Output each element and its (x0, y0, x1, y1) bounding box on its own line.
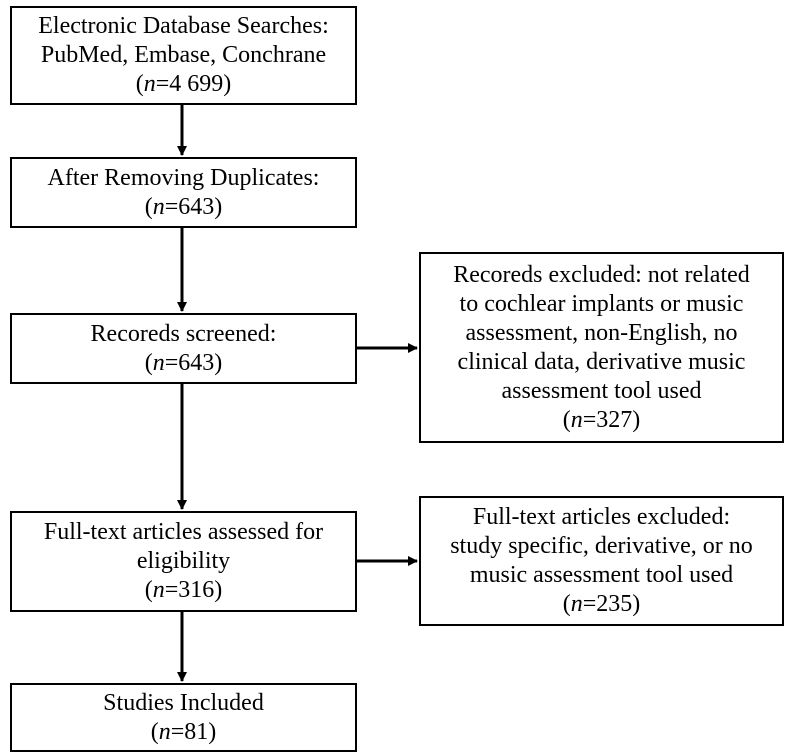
count-n: n (152, 349, 165, 376)
count-close-paren: ) (214, 193, 223, 220)
count-label: (n=316) (145, 576, 223, 605)
count-close-paren: ) (208, 718, 217, 745)
studies-included-box: Studies Included (n=81) (10, 683, 357, 752)
box-text-line: Electronic Database Searches: (38, 13, 329, 39)
count-label: (n=327) (563, 406, 641, 435)
count-label: (n=4 699) (136, 70, 232, 99)
count-open-paren: ( (144, 577, 153, 603)
box-text-line: clinical data, derivative music (457, 348, 746, 375)
box-text-line: Recoreds excluded: not related (453, 261, 750, 288)
full-text-excluded-box: Full-text articles excluded: study speci… (419, 496, 784, 626)
count-n: n (152, 577, 165, 603)
count-open-paren: ( (562, 591, 571, 617)
duplicates-removed-box: After Removing Duplicates: (n=643) (10, 157, 357, 228)
count-n: n (570, 406, 583, 433)
box-text-line: Full-text articles excluded: (472, 504, 731, 530)
count-close-paren: ) (214, 349, 223, 376)
count-value: =643 (164, 193, 215, 220)
box-text-line: to cochlear implants or music (459, 290, 744, 317)
records-excluded-box: Recoreds excluded: not related to cochle… (419, 252, 784, 443)
count-close-paren: ) (632, 406, 641, 433)
count-label: (n=81) (151, 718, 217, 747)
count-label: (n=235) (563, 590, 641, 619)
box-text-line: music assessment tool used (469, 562, 734, 588)
box-text-line: Full-text articles assessed for (43, 519, 324, 545)
count-n: n (158, 718, 171, 745)
count-open-paren: ( (562, 406, 571, 433)
count-close-paren: ) (223, 71, 232, 97)
search-box: Electronic Database Searches: PubMed, Em… (10, 6, 357, 105)
records-screened-box: Recoreds screened: (n=643) (10, 313, 357, 384)
box-text-line: eligibility (136, 548, 231, 574)
full-text-assessed-box: Full-text articles assessed for eligibil… (10, 511, 357, 612)
count-open-paren: ( (135, 71, 144, 97)
count-value: =4 699 (155, 71, 224, 97)
box-text-line: After Removing Duplicates: (47, 164, 320, 191)
count-value: =643 (164, 349, 215, 376)
box-text-line: Studies Included (103, 689, 264, 716)
count-n: n (152, 193, 165, 220)
box-text-line: Recoreds screened: (90, 320, 277, 347)
count-n: n (570, 591, 583, 617)
count-open-paren: ( (144, 193, 153, 220)
box-text-line: assessment, non-English, no (465, 319, 738, 346)
count-n: n (143, 71, 156, 97)
count-open-paren: ( (144, 349, 153, 376)
count-value: =81 (170, 718, 209, 745)
count-label: (n=643) (145, 193, 223, 222)
count-value: =316 (164, 577, 215, 603)
box-text-line: assessment tool used (501, 377, 702, 404)
count-value: =235 (582, 591, 633, 617)
count-close-paren: ) (632, 591, 641, 617)
box-text-line: study specific, derivative, or no (450, 533, 753, 559)
count-label: (n=643) (145, 349, 223, 378)
count-open-paren: ( (150, 718, 159, 745)
count-value: =327 (582, 406, 633, 433)
box-text-line: PubMed, Embase, Conchrane (40, 42, 327, 68)
count-close-paren: ) (214, 577, 223, 603)
